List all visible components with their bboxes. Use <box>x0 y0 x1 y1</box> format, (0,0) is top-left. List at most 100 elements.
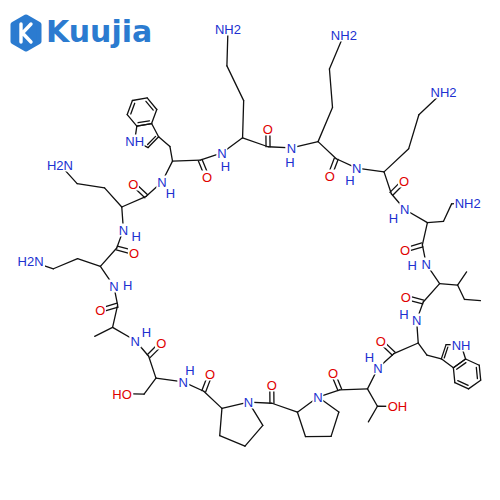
amine-label: NH2 <box>214 22 242 35</box>
bond <box>444 347 448 358</box>
bond <box>305 436 331 437</box>
bond <box>53 259 77 269</box>
bond <box>77 184 104 188</box>
bond <box>367 389 377 406</box>
bond <box>297 412 305 436</box>
amine-label: H2N <box>17 255 45 268</box>
bond <box>468 380 480 389</box>
amine-label: H2N <box>46 158 74 171</box>
bond <box>204 391 222 408</box>
hydrogen-label: H <box>388 211 399 224</box>
hydrogen-label: H <box>398 308 409 321</box>
oxygen-label: O <box>94 304 106 317</box>
bond <box>148 136 156 144</box>
bond <box>444 204 452 221</box>
indole-nh-label: NH <box>124 134 145 147</box>
oxygen-label: O <box>398 175 410 188</box>
bond <box>318 142 336 159</box>
amine-label: NH2 <box>430 85 458 98</box>
bond <box>458 285 465 299</box>
bond <box>220 436 245 447</box>
nitrogen-label: N <box>312 391 323 404</box>
bond <box>245 425 263 446</box>
bond <box>384 149 409 172</box>
bond <box>227 66 244 101</box>
oxygen-label: O <box>266 379 278 392</box>
bond <box>144 378 156 394</box>
indole-nh-label: NH <box>451 338 472 351</box>
nitrogen-label: N <box>118 223 129 236</box>
nitrogen-label: N <box>130 334 141 347</box>
bond <box>173 160 201 162</box>
logo-icon <box>13 17 39 49</box>
oxygen-label: O <box>399 243 411 256</box>
bond <box>409 115 419 149</box>
bond-lines <box>31 29 481 446</box>
bond <box>105 188 122 207</box>
amine-label: NH2 <box>454 196 482 209</box>
hydrogen-label: H <box>284 155 295 168</box>
hydrogen-label: H <box>130 229 141 242</box>
bond <box>95 327 113 336</box>
bond <box>122 196 146 207</box>
bond <box>466 359 480 365</box>
oxygen-label: O <box>201 170 213 183</box>
amine-label: NH2 <box>330 28 358 41</box>
hydrogen-label: H <box>122 278 133 291</box>
bond <box>440 284 458 285</box>
bond <box>318 107 332 141</box>
bond <box>220 408 222 435</box>
nitrogen-label: N <box>243 396 254 409</box>
bond <box>78 259 101 267</box>
nitrogen-label: N <box>420 257 431 270</box>
bond <box>340 388 368 390</box>
bond <box>453 368 454 383</box>
hydrogen-label: H <box>184 363 195 376</box>
bond <box>331 412 339 436</box>
hydrogen-label: H <box>165 187 176 200</box>
bond <box>457 363 466 370</box>
oxygen-label: O <box>128 246 140 259</box>
logo-text: Kuujia <box>46 17 152 47</box>
bond <box>272 403 297 412</box>
bond <box>423 284 439 302</box>
nitrogen-label: N <box>178 375 189 388</box>
nitrogen-label: N <box>216 146 227 159</box>
bond <box>152 109 157 123</box>
nitrogen-label: N <box>351 162 362 175</box>
oxygen-label: O <box>324 169 336 182</box>
bond <box>441 359 453 368</box>
oxygen-label: O <box>400 291 412 304</box>
bond <box>384 172 391 194</box>
hydrogen-label: H <box>407 259 418 272</box>
bond <box>132 98 147 101</box>
bond <box>464 299 480 300</box>
bond <box>100 248 116 266</box>
nitrogen-label: N <box>399 203 410 216</box>
bond <box>476 367 477 378</box>
bond <box>137 124 152 127</box>
bond <box>131 103 135 114</box>
hydroxyl-label: HO <box>111 387 133 400</box>
bond <box>170 146 173 161</box>
bond <box>441 345 446 359</box>
bond <box>138 121 149 123</box>
bond <box>458 272 467 285</box>
nitrogen-label: N <box>108 280 119 293</box>
bond <box>243 101 244 138</box>
hydrogen-label: H <box>220 160 231 173</box>
bond <box>427 221 443 222</box>
bond <box>479 365 480 380</box>
bond <box>127 115 137 127</box>
hydrogen-label: H <box>141 326 152 339</box>
oxygen-label: O <box>262 122 274 135</box>
bond <box>146 101 153 110</box>
bond <box>455 383 469 389</box>
bond <box>418 343 427 355</box>
bond <box>422 223 427 245</box>
bond <box>159 137 170 147</box>
bond <box>329 69 332 107</box>
oxygen-label: O <box>327 367 339 380</box>
oxygen-label: O <box>375 335 387 348</box>
